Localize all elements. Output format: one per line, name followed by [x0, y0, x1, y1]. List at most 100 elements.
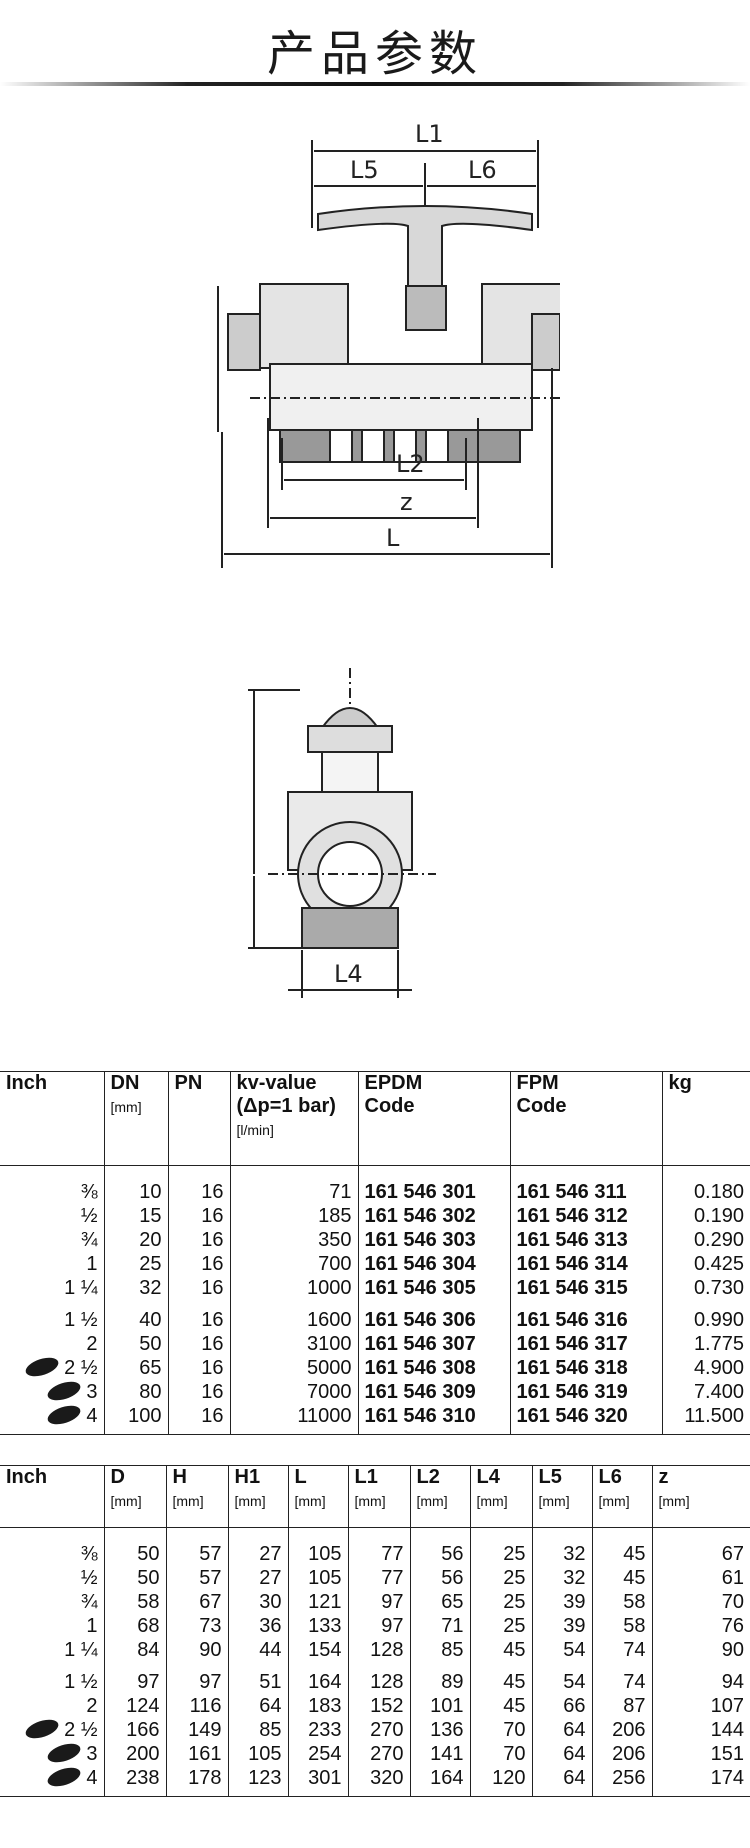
dim-label-l1: L1 — [415, 120, 444, 148]
cell-dimension: 68 — [104, 1614, 167, 1638]
size-cell: 1 — [0, 1252, 105, 1276]
cell-dimension: 70 — [470, 1742, 533, 1766]
cell-dimension: 54 — [532, 1662, 593, 1694]
column-header-label: H — [172, 1466, 187, 1488]
cell-pn: 16 — [168, 1252, 231, 1276]
cell-pn: 16 — [168, 1356, 231, 1380]
column-header: L6[mm] — [592, 1465, 653, 1528]
column-header-label: z — [658, 1466, 669, 1488]
column-header: L[mm] — [288, 1465, 349, 1528]
spacer-cell — [662, 1428, 750, 1435]
cell-dimension: 54 — [532, 1638, 593, 1662]
column-header-label: L2 — [416, 1466, 440, 1488]
cell-epdm: 161 546 306 — [358, 1300, 511, 1332]
cell-dimension: 51 — [228, 1662, 289, 1694]
size-cell: 1 ½ — [0, 1300, 105, 1332]
cell-dimension: 39 — [532, 1590, 593, 1614]
size-cell: 4 — [0, 1401, 105, 1428]
cell-epdm: 161 546 304 — [358, 1252, 511, 1276]
size-cell: ⅜ — [0, 1527, 105, 1566]
column-header-label: L6 — [598, 1466, 622, 1488]
size-badge-icon — [23, 1353, 61, 1380]
cell-dimension: 44 — [228, 1638, 289, 1662]
cell-fpm: 161 546 320 — [510, 1404, 663, 1428]
cell-dimension: 151 — [710, 1743, 744, 1765]
cell-dimension: 85 — [228, 1718, 289, 1742]
column-header-label: Inch — [6, 1072, 48, 1094]
cell-kg: 0.190 — [693, 1205, 744, 1227]
cell-dimension: 64 — [532, 1742, 593, 1766]
column-header: L5[mm] — [532, 1465, 593, 1528]
column-header-label: EPDM — [364, 1072, 423, 1094]
cell-pn: 16 — [168, 1300, 231, 1332]
spacer-cell — [0, 1428, 105, 1435]
cell-pn: 16 — [168, 1404, 231, 1428]
cell-dimension: 206 — [592, 1742, 653, 1766]
size-cell: ½ — [0, 1204, 105, 1228]
cell-dimension: 25 — [470, 1590, 533, 1614]
cell-dimension: 149 — [166, 1718, 229, 1742]
cell-dimension: 58 — [592, 1590, 653, 1614]
column-header: H[mm] — [166, 1465, 229, 1528]
inch-value: ½ — [80, 1567, 98, 1589]
column-header-label: PN — [174, 1072, 203, 1094]
cell-dimension: 97 — [104, 1662, 167, 1694]
spacer-cell — [230, 1428, 359, 1435]
cell-dimension: 56 — [410, 1566, 471, 1590]
size-badge-icon — [45, 1401, 84, 1428]
size-badge-icon — [23, 1715, 61, 1742]
cell-dimension: 77 — [348, 1527, 411, 1566]
cell-dimension: 144 — [710, 1719, 744, 1741]
column-header: kg — [662, 1071, 750, 1166]
cell-dimension: 124 — [104, 1694, 167, 1718]
spacer-cell — [410, 1790, 471, 1797]
size-cell: ½ — [0, 1566, 105, 1590]
cell-dimension: 166 — [104, 1718, 167, 1742]
cell-fpm: 161 546 312 — [510, 1204, 663, 1228]
dim-label-l5: L5 — [350, 156, 379, 184]
size-cell: 1 — [0, 1614, 105, 1638]
cell-dimension: 74 — [592, 1662, 653, 1694]
column-header: H1[mm] — [228, 1465, 289, 1528]
cell-dimension: 45 — [470, 1638, 533, 1662]
cell-dimension: 25 — [470, 1527, 533, 1566]
cell-dimension: 67 — [166, 1590, 229, 1614]
cell-kv: 1600 — [230, 1300, 359, 1332]
cell-dn: 10 — [104, 1165, 169, 1204]
cell-pn: 16 — [168, 1204, 231, 1228]
size-cell: ⅜ — [0, 1165, 105, 1204]
cell-epdm: 161 546 302 — [358, 1204, 511, 1228]
column-header-label: L5 — [538, 1466, 562, 1488]
cell-dimension: 123 — [228, 1766, 289, 1790]
cell-dimension: 56 — [410, 1527, 471, 1566]
cell-epdm: 161 546 305 — [358, 1276, 511, 1300]
cell-dimension: 136 — [410, 1718, 471, 1742]
cell-dimension: 107 — [710, 1695, 744, 1717]
spacer-cell — [0, 1790, 105, 1797]
cell-dimension: 67 — [721, 1543, 744, 1565]
column-header-label: L1 — [354, 1466, 378, 1488]
cell-dimension: 183 — [288, 1694, 349, 1718]
size-cell: ¾ — [0, 1590, 105, 1614]
spacer-cell — [532, 1790, 593, 1797]
column-unit: [l/min] — [236, 1122, 274, 1138]
cell-dimension: 50 — [104, 1527, 167, 1566]
cell-fpm: 161 546 319 — [510, 1380, 663, 1404]
cell-dimension: 301 — [288, 1766, 349, 1790]
cell-dimension: 27 — [228, 1566, 289, 1590]
cell-dimension: 101 — [410, 1694, 471, 1718]
dim-label-h1: H1 — [240, 896, 244, 918]
spacer-cell — [652, 1790, 750, 1797]
cell-fpm: 161 546 315 — [510, 1276, 663, 1300]
title-divider — [0, 82, 750, 86]
